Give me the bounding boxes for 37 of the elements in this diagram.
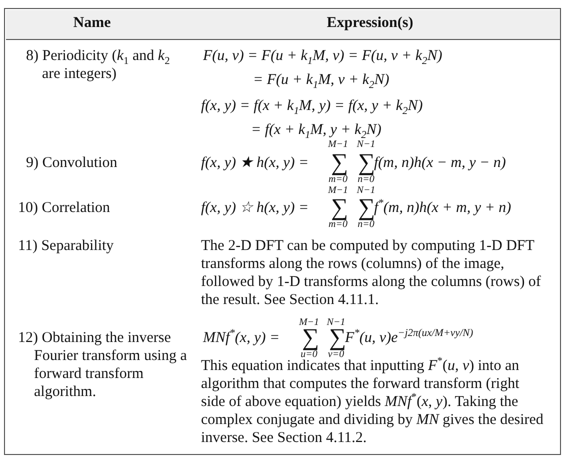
math-expression: f(x, y) ★ h(x, y) = <box>201 154 309 172</box>
summation-sign: ∑ <box>329 326 346 350</box>
math-expression: f(x, y) ☆ h(x, y) = <box>201 199 309 217</box>
description-text: This equation indicates that inputting F$^{*}$(u, v) into an algorithm that computes the forward transform (right side of above equation) yields MNf$^{*}$(x, y). Taking the complex conjugate and dividing by MN gives the desired inverse. See Section 4.11.2. <box>201 357 544 447</box>
property-name: 8) Periodicity (k$_{1}$ and k$_{2}$ are integers) <box>26 47 171 83</box>
math-expression: f$^{*}$(m, n)h(x + m, y + n) <box>374 199 512 217</box>
description-text: The 2-D DFT can be computed by computing 1-D DFT transforms along the rows (columns) of the image, followed by 1-D transforms along the columns (rows) of the result. See Section 4.11.1. <box>201 237 542 309</box>
summation-limit: M−1 <box>298 317 320 328</box>
math-expression: F$^{*}$(u, v)e$^{−j2π(ux/M+vy/N)}$ <box>345 329 474 347</box>
summation-sign: ∑ <box>331 196 348 220</box>
summation-limit: m=0 <box>328 174 348 185</box>
summation-limit: n=0 <box>358 174 374 185</box>
math-expression: = f(x + k$_{1}$M, y + k$_{2}$N) <box>251 121 382 139</box>
column-header: Name <box>73 14 111 32</box>
math-expression: MNf$^{*}$(x, y) = <box>203 329 280 347</box>
property-name: 11) Separability <box>18 237 115 255</box>
property-name: 9) Convolution <box>26 154 118 172</box>
math-expression: f(x, y) = f(x + k$_{1}$M, y) = f(x, y + k$_{2}$N) <box>201 97 423 115</box>
summation-sign: ∑ <box>358 151 376 175</box>
summation-limit: m=0 <box>328 219 348 230</box>
summation-limit: M−1 <box>328 139 348 150</box>
summation-limit: u=0 <box>300 349 318 360</box>
summation-limit: N−1 <box>356 139 376 150</box>
math-expression: f(m, n)h(x − m, y − n) <box>374 154 506 172</box>
math-expression: = F(u + k$_{1}$M, v + k$_{2}$N) <box>253 71 390 89</box>
property-name: 12) Obtaining the inverse Fourier transform using a forward transform algorithm. <box>18 329 188 401</box>
column-header: Expression(s) <box>326 14 414 32</box>
math-expression: F(u, v) = F(u + k$_{1}$M, v) = F(u, v + k$_{2}$N) <box>203 47 442 65</box>
summation-limit: N−1 <box>356 185 376 196</box>
summation-sign: ∑ <box>331 151 348 175</box>
property-name: 10) Correlation <box>18 199 112 217</box>
summation-limit: n=0 <box>358 219 374 230</box>
summation-limit: N−1 <box>326 317 346 328</box>
summation-limit: v=0 <box>328 349 344 360</box>
summation-limit: M−1 <box>328 185 348 196</box>
summation-sign: ∑ <box>302 326 320 350</box>
summation-sign: ∑ <box>358 196 376 220</box>
